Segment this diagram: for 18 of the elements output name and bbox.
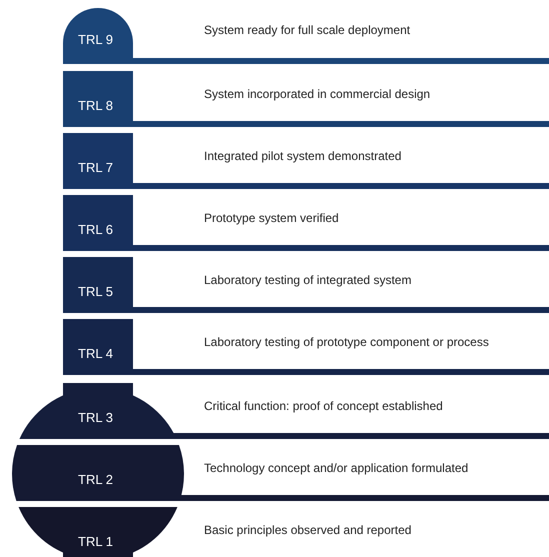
level-label: TRL 1 [78, 533, 113, 551]
level-label: TRL 9 [78, 31, 113, 49]
level-label: TRL 3 [78, 409, 113, 427]
level-description: Laboratory testing of prototype component or process [204, 334, 489, 351]
level-description: Laboratory testing of integrated system [204, 272, 412, 289]
level-label: TRL 2 [78, 471, 113, 489]
level-description: System incorporated in commercial design [204, 86, 430, 103]
level-description: Prototype system verified [204, 210, 339, 227]
level-description: Technology concept and/or application formulated [204, 460, 468, 477]
level-description: Integrated pilot system demonstrated [204, 148, 402, 165]
level-label: TRL 8 [78, 97, 113, 115]
level-description: Basic principles observed and reported [204, 522, 412, 539]
level-description: Critical function: proof of concept established [204, 398, 443, 415]
level-label: TRL 6 [78, 221, 113, 239]
level-label: TRL 7 [78, 159, 113, 177]
level-label: TRL 4 [78, 345, 113, 363]
level-label: TRL 5 [78, 283, 113, 301]
level-description: System ready for full scale deployment [204, 22, 410, 39]
